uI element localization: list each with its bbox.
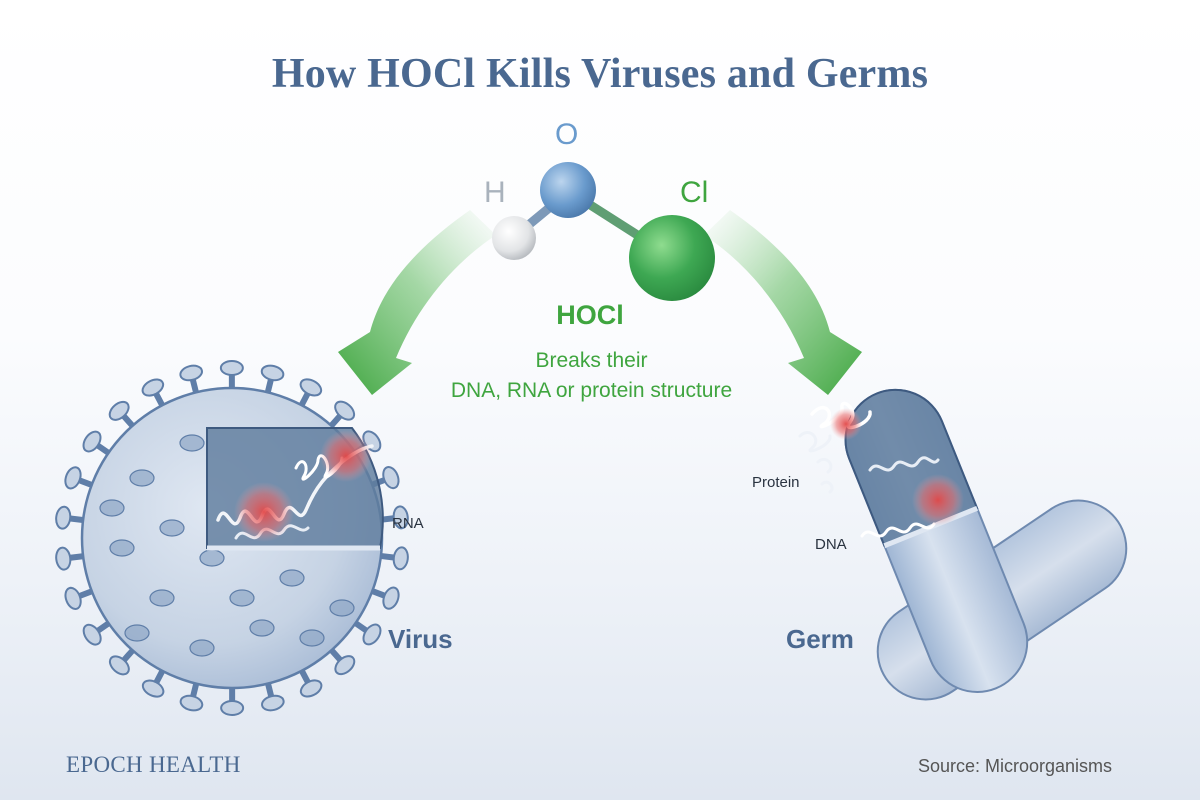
virus-surface-blob bbox=[229, 589, 255, 607]
virus-surface-blob bbox=[159, 519, 185, 537]
virus-spike-head bbox=[334, 655, 356, 676]
virus-spike-head bbox=[55, 546, 72, 571]
virus-spike-head bbox=[64, 586, 82, 610]
virus-surface-blob bbox=[99, 499, 125, 517]
virus-spike-head bbox=[179, 694, 204, 712]
germ-damage-spot-1 bbox=[912, 474, 964, 526]
virus-illustration bbox=[55, 360, 409, 716]
virus-spike-head bbox=[299, 679, 323, 698]
germ-inner-strand bbox=[868, 456, 940, 472]
virus-spike-head bbox=[299, 378, 323, 397]
chlorine-atom bbox=[629, 215, 715, 301]
hydrogen-atom bbox=[492, 216, 536, 260]
protein-label: Protein bbox=[752, 474, 800, 491]
virus-spike-head bbox=[392, 546, 409, 571]
virus-rna-coil bbox=[294, 454, 344, 481]
germ-label: Germ bbox=[786, 624, 854, 654]
caption-line-2: DNA, RNA or protein structure bbox=[450, 379, 733, 402]
germ-dna-strand bbox=[860, 522, 936, 538]
germ-illustration bbox=[798, 388, 1128, 701]
virus-spike-head bbox=[82, 623, 102, 646]
virus-spike-head bbox=[141, 679, 165, 698]
virus-spike-head bbox=[362, 623, 382, 646]
virus-surface-blob bbox=[179, 434, 205, 452]
virus-surface-blob bbox=[199, 549, 225, 567]
virus-spike-head bbox=[261, 694, 285, 712]
virus-surface-blob bbox=[279, 569, 305, 587]
virus-spike-head bbox=[108, 655, 130, 676]
virus-surface-blob bbox=[329, 599, 355, 617]
hocl-molecule bbox=[492, 162, 715, 301]
brand-logo: EPOCH HEALTH bbox=[66, 752, 241, 777]
virus-spike-head bbox=[220, 699, 245, 716]
virus-surface-blob bbox=[129, 469, 155, 487]
virus-spike-head bbox=[219, 360, 244, 377]
action-caption: Breaks their DNA, RNA or protein structu… bbox=[0, 346, 1183, 406]
virus-spike-head bbox=[108, 400, 130, 421]
page-title: How HOCl Kills Viruses and Germs bbox=[271, 51, 929, 97]
hydrogen-symbol: H bbox=[484, 176, 506, 209]
virus-surface-texture bbox=[99, 434, 355, 657]
virus-damage-spot-1 bbox=[234, 482, 294, 542]
virus-spike-head bbox=[82, 430, 102, 453]
virus-surface-blob bbox=[249, 619, 275, 637]
virus-damage-spot-2 bbox=[320, 430, 372, 482]
germ-protein-coil-2 bbox=[798, 431, 834, 494]
virus-spike-head bbox=[64, 466, 82, 490]
molecule-name: HOCl bbox=[556, 300, 624, 330]
virus-spike-head bbox=[392, 505, 409, 530]
virus-surface-blob bbox=[299, 629, 325, 647]
left-arrow bbox=[338, 210, 496, 395]
oxygen-symbol: O bbox=[555, 118, 579, 151]
oxygen-atom bbox=[540, 162, 596, 218]
rna-label: RNA bbox=[392, 515, 424, 532]
virus-label: Virus bbox=[388, 624, 453, 654]
virus-surface-blob bbox=[149, 589, 175, 607]
dna-label: DNA bbox=[815, 536, 847, 553]
chlorine-symbol: Cl bbox=[680, 176, 709, 209]
right-arrow bbox=[704, 210, 862, 395]
virus-spike-head bbox=[55, 505, 72, 530]
virus-spike-head bbox=[179, 364, 203, 382]
virus-spike-head bbox=[382, 466, 400, 490]
virus-surface-blob bbox=[109, 539, 135, 557]
virus-spike-head bbox=[382, 586, 400, 610]
virus-spike-head bbox=[334, 400, 356, 421]
virus-spike-head bbox=[260, 364, 285, 382]
virus-spike-head bbox=[141, 378, 165, 397]
caption-line-1: Breaks their bbox=[535, 349, 648, 372]
source-credit: Source: Microorganisms bbox=[917, 756, 1112, 776]
virus-surface-blob bbox=[189, 639, 215, 657]
virus-surface-blob bbox=[124, 624, 150, 642]
germ-damage-spot-2 bbox=[830, 408, 862, 440]
